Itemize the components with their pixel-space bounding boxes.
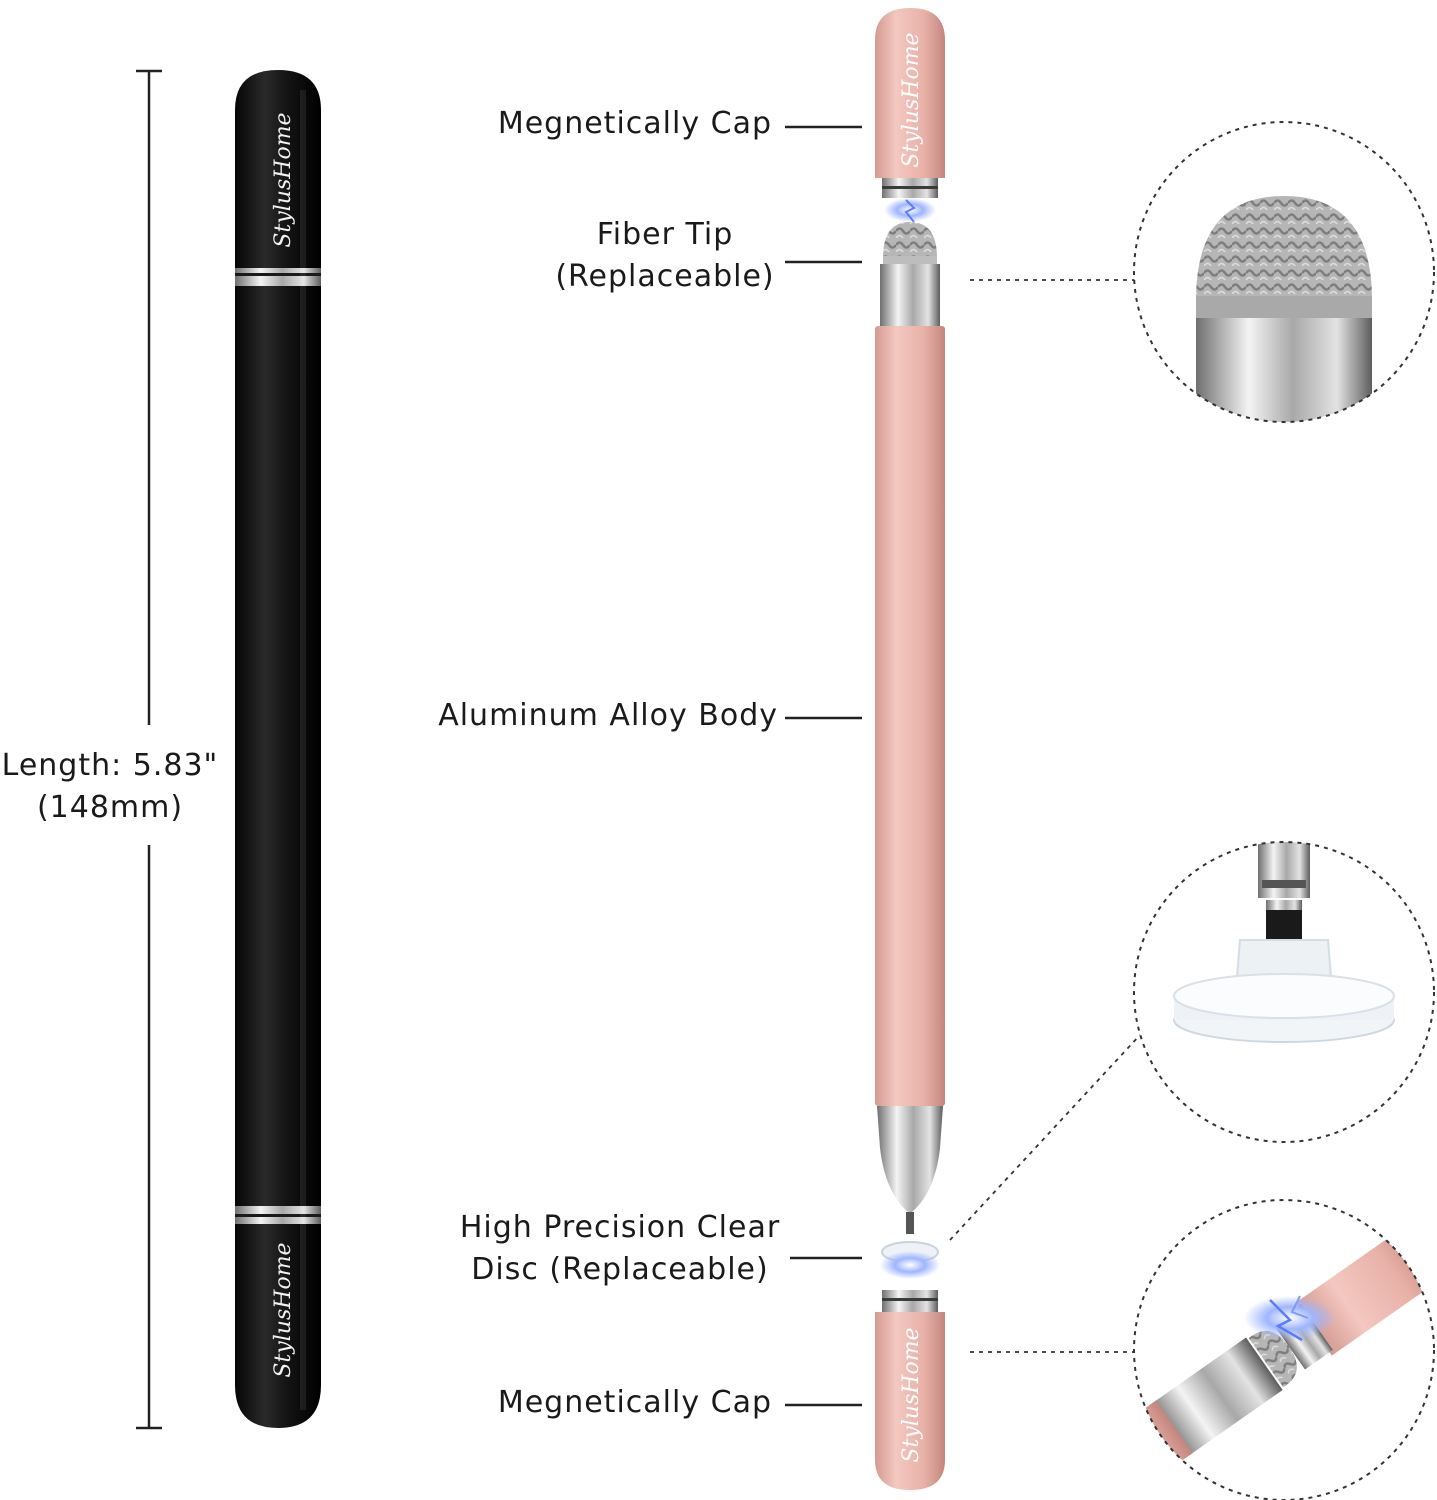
callout-fiber-tip-line2: (Replaceable) bbox=[555, 259, 775, 294]
brand-mark-black-top: StylusHome bbox=[271, 112, 296, 247]
length-label: Length: 5.83" bbox=[1, 748, 219, 783]
lightning-spark-icon bbox=[880, 1251, 940, 1279]
brand-mark-rose-top: StylusHome bbox=[899, 32, 924, 167]
callout-body: Aluminum Alloy Body bbox=[438, 698, 778, 733]
callout-cap-bottom: Megnetically Cap bbox=[497, 1385, 772, 1420]
lightning-spark-icon bbox=[1244, 1296, 1336, 1340]
zoom-connectors bbox=[949, 279, 1141, 1353]
callout-disc-line1: High Precision Clear bbox=[459, 1210, 781, 1245]
callout-disc-line2: Disc (Replaceable) bbox=[471, 1252, 769, 1287]
zoom-clear-disc bbox=[1133, 841, 1435, 1143]
length-metric-label: (148mm) bbox=[36, 790, 184, 825]
rose-gold-stylus bbox=[875, 8, 945, 1490]
zoom-magnetic-cap bbox=[1133, 1199, 1435, 1500]
brand-mark-black-bottom: StylusHome bbox=[271, 1242, 296, 1377]
callout-lines bbox=[785, 125, 862, 1407]
dimension-line bbox=[136, 69, 162, 1430]
black-stylus bbox=[235, 70, 321, 1428]
brand-mark-rose-bottom: StylusHome bbox=[899, 1327, 924, 1462]
callout-cap-top: Megnetically Cap bbox=[497, 106, 772, 141]
zoom-fiber-tip bbox=[1133, 121, 1435, 423]
callout-fiber-tip-line1: Fiber Tip bbox=[596, 217, 734, 252]
